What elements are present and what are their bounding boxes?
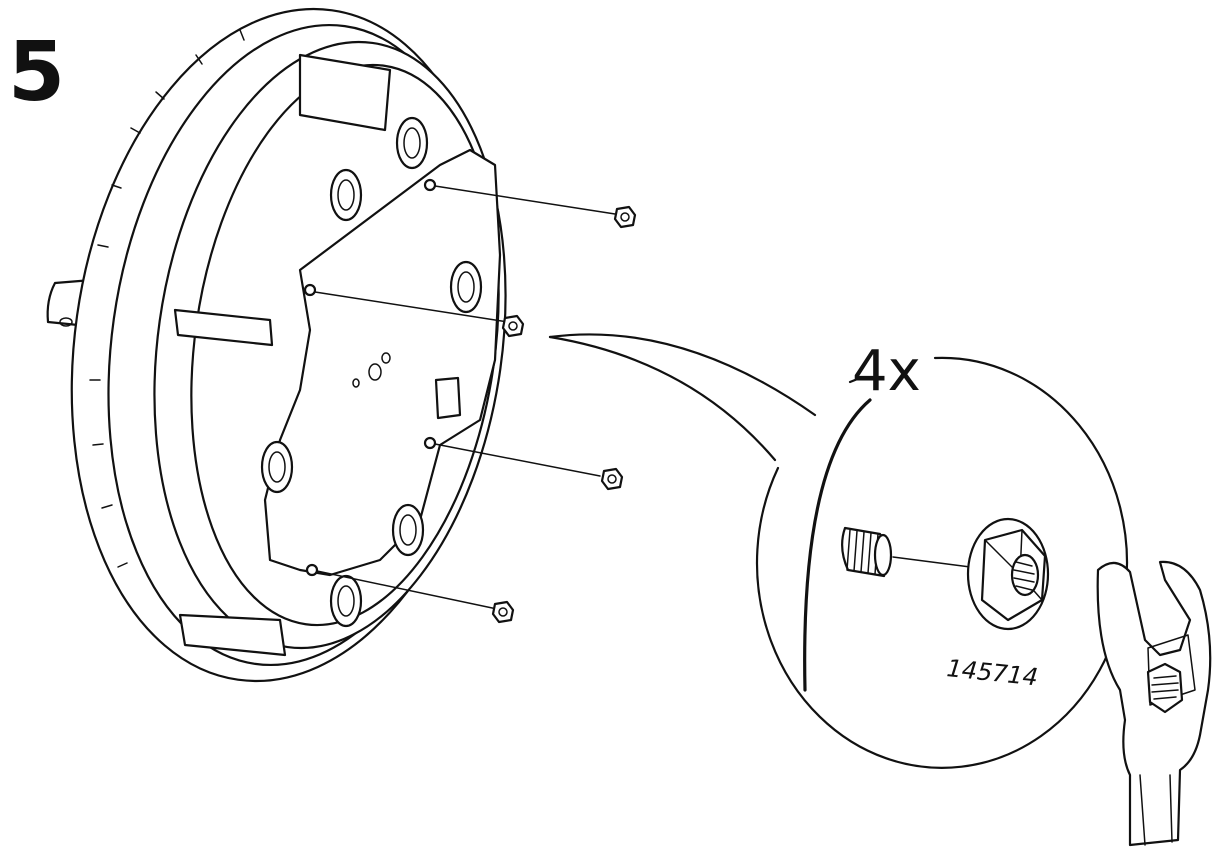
lower-bracket bbox=[178, 613, 287, 657]
nut-2 bbox=[501, 314, 525, 338]
upper-bracket bbox=[298, 53, 392, 132]
mid-bracket bbox=[434, 376, 462, 420]
callout-pointer-upper bbox=[548, 333, 817, 417]
wrench-handle-edge-left bbox=[1139, 774, 1146, 846]
part-number-label: 145714 bbox=[945, 654, 1039, 691]
threaded-stud-icon bbox=[841, 526, 893, 578]
quantity-label: 4x bbox=[852, 339, 921, 404]
nut-1 bbox=[613, 205, 637, 229]
flange-nut-icon bbox=[966, 517, 1050, 631]
round-base-housing-icon bbox=[46, 7, 637, 683]
alignment-lines bbox=[314, 185, 616, 610]
step-number: 5 bbox=[8, 25, 65, 120]
plate-center-holes bbox=[352, 352, 391, 388]
exploded-nuts bbox=[491, 205, 637, 624]
nut-3 bbox=[600, 467, 624, 491]
wrench-handle-edge-right bbox=[1169, 774, 1173, 843]
callout-inner-edge bbox=[803, 398, 872, 692]
callout-pointer-lower bbox=[548, 335, 777, 462]
shaft-hole bbox=[59, 317, 73, 327]
callout-circle bbox=[755, 356, 1129, 769]
callout-circle-gap-left bbox=[848, 376, 862, 384]
nut-4 bbox=[491, 600, 515, 624]
adjustable-wrench-icon bbox=[1096, 560, 1212, 847]
ring-bosses bbox=[260, 116, 483, 628]
detail-callout: 4x bbox=[548, 333, 1212, 847]
nut-in-jaw bbox=[1146, 662, 1184, 714]
stud-nut-line bbox=[892, 556, 979, 569]
side-bracket bbox=[173, 308, 274, 347]
rim-ticks bbox=[89, 29, 245, 568]
plate-studs bbox=[303, 178, 437, 577]
